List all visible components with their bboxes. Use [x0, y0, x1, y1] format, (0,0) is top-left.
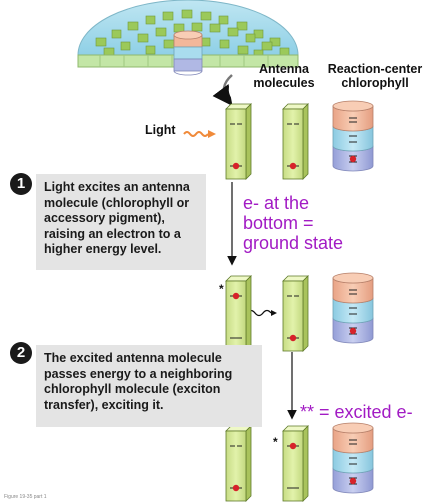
light-label: Light: [145, 123, 176, 137]
antenna-2-row3: [282, 425, 309, 502]
electron: [232, 292, 240, 300]
excited-electron-note: ** = excited e-: [300, 402, 413, 422]
step-2-badge: 2: [10, 342, 32, 364]
electron: [349, 327, 357, 335]
ground-state-note: e- at the bottom = ground state: [243, 193, 344, 253]
electron: [349, 477, 357, 485]
electron: [289, 334, 297, 342]
reaction-center-row3: [332, 422, 374, 494]
light-arrowhead: [208, 130, 216, 138]
antenna-1-row2: [225, 275, 252, 352]
step-1-text: Light excites an antenna molecule (chlor…: [36, 174, 206, 270]
photosystem-dome: [77, 0, 299, 76]
electron: [232, 162, 240, 170]
antenna-1-row1: [225, 103, 252, 180]
antenna-1-row3: [225, 425, 252, 502]
dome-to-antenna-arrow: [212, 74, 233, 107]
antenna-2-row1: [282, 103, 309, 180]
step-2-text: The excited antenna molecule passes ener…: [36, 345, 262, 427]
electron: [289, 442, 297, 450]
electron: [232, 484, 240, 492]
exciton-arrowhead: [271, 310, 277, 316]
figure-caption: Figure 19-35 part 1: [4, 494, 47, 500]
antenna-molecules-label: Antenna molecules: [253, 62, 315, 90]
antenna-2-row2: [282, 275, 309, 352]
electron: [349, 155, 357, 163]
asterisk-marker-1: *: [219, 282, 224, 296]
reaction-center-label: Reaction-center chlorophyll: [327, 62, 423, 90]
asterisk-marker-2: *: [273, 435, 278, 449]
step-1-badge: 1: [10, 173, 32, 195]
reaction-center-row1: [332, 100, 374, 172]
reaction-center-row2: [332, 272, 374, 344]
light-wave: [183, 131, 209, 137]
electron: [289, 162, 297, 170]
